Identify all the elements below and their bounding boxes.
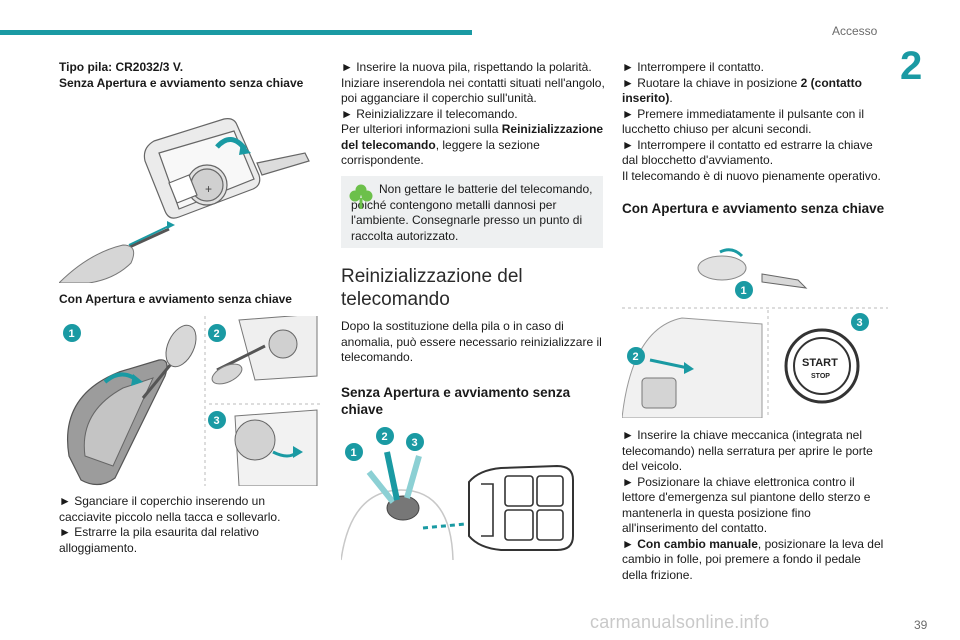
sub-heading-with-keyless: Con Apertura e avviamento senza chiave [622, 201, 885, 216]
reinit-intro: Dopo la sostituzione della pila o in cas… [341, 319, 602, 364]
badge-2: 2 [627, 347, 645, 365]
column-1: Tipo pila: CR2032/3 V. Senza Apertura e … [59, 60, 321, 91]
sub-heading-without-keyless: Senza Apertura e avviamento senza chiave [341, 384, 571, 417]
badge-3: 3 [208, 411, 226, 429]
header-accent-bar [0, 30, 472, 35]
svg-text:2: 2 [214, 328, 220, 340]
start-stop-button: START STOP [784, 328, 860, 404]
page-number: 39 [914, 618, 928, 632]
recycle-tree-icon [349, 184, 373, 209]
battery-type: Tipo pila: CR2032/3 V. [59, 60, 184, 74]
svg-text:3: 3 [214, 415, 220, 427]
heading-with-keyless: Con Apertura e avviamento senza chiave [59, 292, 292, 306]
battery-sign: + [205, 182, 212, 196]
step-press-lock: ► Premere immediatamente il pulsante con… [622, 106, 864, 137]
svg-text:1: 1 [69, 328, 75, 340]
badge-2: 2 [208, 324, 226, 342]
keyless-emergency-start-illustration: 1 2 3 START STOP [622, 248, 888, 418]
key-reinitialization-illustration: 1 2 3 [341, 427, 574, 561]
column-3: ► Interrompere il contatto. ► Ruotare la… [622, 60, 888, 217]
more-info-link: Reinizializzazione del telecomando [341, 122, 604, 152]
watermark: carmanualsonline.info [590, 612, 770, 632]
svg-text:3: 3 [857, 317, 863, 329]
step-operational: Il telecomando è di nuovo pienamente ope… [622, 168, 881, 183]
badge-1: 1 [63, 324, 81, 342]
section-title: Accesso [832, 24, 878, 38]
environment-note: Non gettare le batterie del telecomando,… [341, 176, 603, 248]
heading-without-keyless: Senza Apertura e avviamento senza chiave [59, 75, 304, 90]
step-turn-key: ► Ruotare la chiave in posizione 2 (cont… [622, 75, 862, 106]
svg-text:2: 2 [633, 351, 639, 363]
step-ignition-off: ► Interrompere il contatto. [622, 60, 764, 74]
step-mechanical-key: ► Inserire la chiave meccanica (integrat… [622, 428, 873, 473]
section-heading: Reinizializzazione del telecomando [341, 266, 523, 310]
step-extract-battery: ► Estrarre la pila esaurita dal relativo… [59, 525, 259, 555]
heading-with-keyless-wrap: Con Apertura e avviamento senza chiave [59, 292, 321, 308]
step-remove-cover: ► Sganciare il coperchio inserendo un ca… [59, 494, 281, 524]
svg-text:1: 1 [351, 447, 357, 459]
key-cover-removal-illustration: + [59, 118, 310, 283]
start-label: START [802, 357, 838, 369]
note-text: Non gettare le batterie del telecomando,… [351, 182, 593, 243]
badge-3: 3 [406, 433, 424, 451]
step-emergency-reader: ► Posizionare la chiave elettronica cont… [622, 474, 871, 536]
column-2: ► Inserire la nuova pila, rispettando la… [341, 60, 607, 169]
chapter-number: 2 [900, 44, 923, 88]
keyless-battery-replacement-illustration: 1 2 3 [63, 316, 321, 486]
badge-1: 1 [345, 443, 363, 461]
svg-text:2: 2 [382, 431, 388, 443]
more-info: Per ulteriori informazioni sulla Reinizi… [341, 122, 604, 167]
badge-3: 3 [851, 313, 869, 331]
step-manual-gearbox: ► Con cambio manuale, posizionare la lev… [622, 536, 884, 582]
step-reinitialize: ► Reinizializzare il telecomando. [341, 106, 518, 121]
svg-text:3: 3 [412, 437, 418, 449]
step-insert-battery: ► Inserire la nuova pila, rispettando la… [341, 60, 605, 105]
col3-keyless-steps: ► Inserire la chiave meccanica (integrat… [622, 428, 888, 583]
stop-label: STOP [811, 373, 830, 380]
reinit-section: Reinizializzazione del telecomando Dopo … [341, 265, 603, 418]
badge-2: 2 [376, 427, 394, 445]
col1-steps: ► Sganciare il coperchio inserendo un ca… [59, 494, 321, 556]
badge-1: 1 [735, 281, 753, 299]
step-remove-key: ► Interrompere il contatto ed estrarre l… [622, 137, 873, 168]
svg-text:1: 1 [741, 285, 747, 297]
